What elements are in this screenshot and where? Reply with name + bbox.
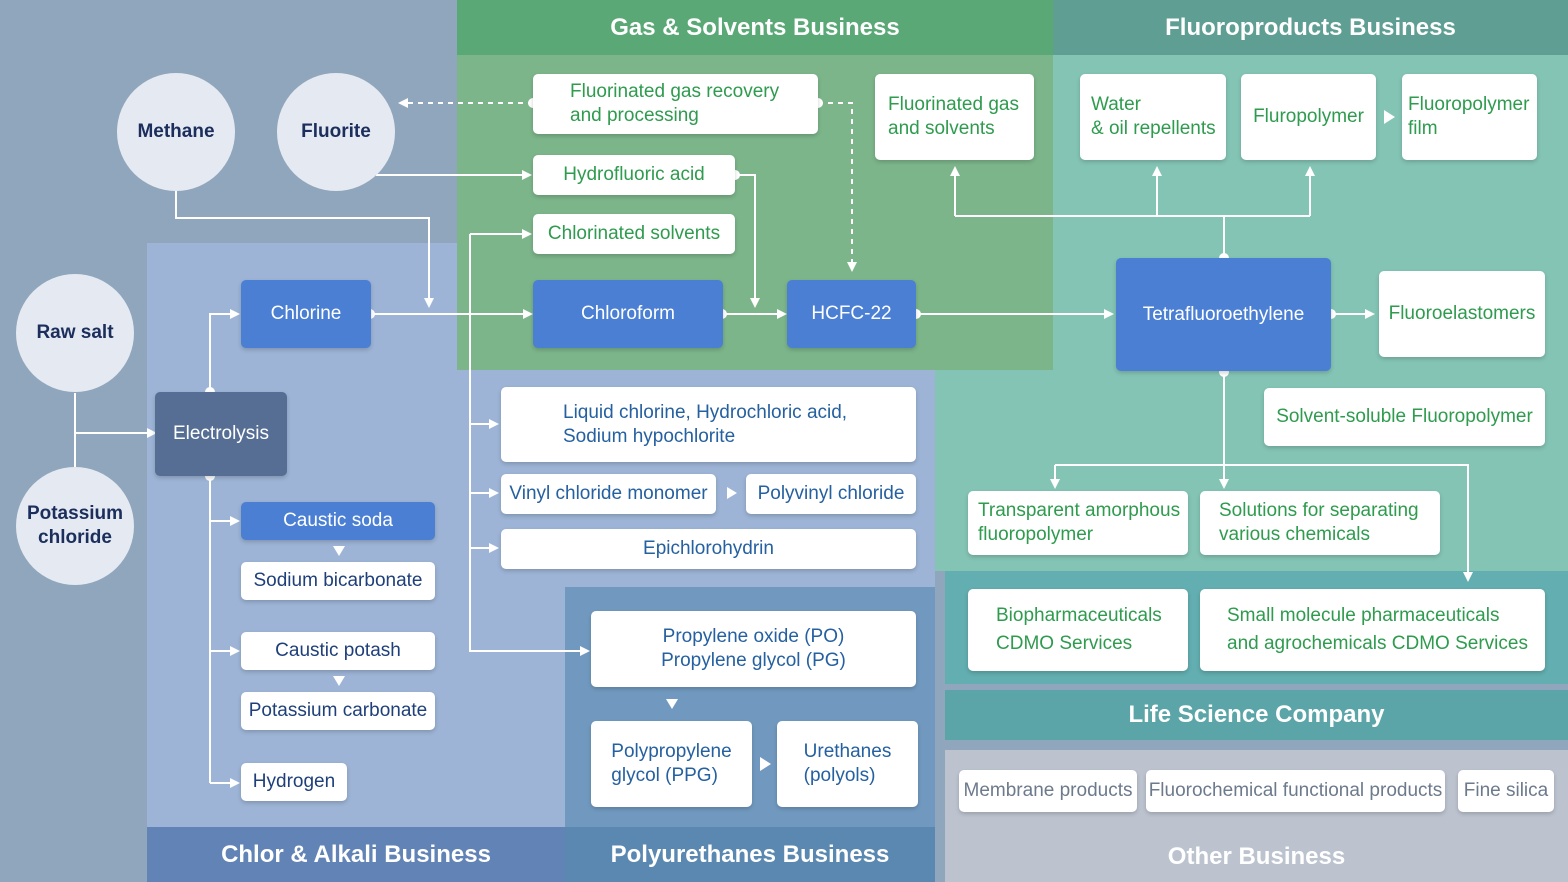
hydrofluoric-acid-node: Hydrofluoric acid	[533, 155, 735, 195]
fluoroelastomers-label: Fluoroelastomers	[1388, 303, 1536, 324]
chloroform-node: Chloroform	[533, 280, 723, 348]
hcfc22-label: HCFC-22	[811, 303, 892, 324]
membrane-products-node: Membrane products	[959, 770, 1137, 812]
po-pg-label: Propylene oxide (PO) Propylene glycol (P…	[661, 626, 846, 671]
solvent-soluble-fluoropolymer-label: Solvent-soluble Fluoropolymer	[1276, 406, 1533, 427]
potassium-chloride-label: Potassium chloride	[26, 503, 124, 548]
electrolysis-label: Electrolysis	[172, 423, 270, 444]
fine-silica-node: Fine silica	[1458, 770, 1554, 812]
sodium-bicarbonate-label: Sodium bicarbonate	[253, 570, 423, 591]
chlor-alkali-footer: Chlor & Alkali Business	[147, 827, 565, 882]
fluropolymer-label: Fluropolymer	[1253, 106, 1364, 127]
vinyl-chloride-monomer-node: Vinyl chloride monomer	[501, 474, 716, 514]
chloroform-label: Chloroform	[581, 303, 675, 324]
methane-node: Methane	[117, 73, 235, 191]
fluropolymer-node: Fluropolymer	[1241, 74, 1376, 160]
hydrogen-node: Hydrogen	[241, 763, 347, 801]
chlorine-label: Chlorine	[270, 303, 342, 324]
biopharmaceuticals-label: Biopharmaceuticals CDMO Services	[996, 605, 1162, 654]
chlorinated-solvents-label: Chlorinated solvents	[547, 223, 721, 244]
polyvinyl-chloride-node: Polyvinyl chloride	[746, 474, 916, 514]
biopharmaceuticals-node: Biopharmaceuticals CDMO Services	[968, 589, 1188, 671]
caustic-potash-node: Caustic potash	[241, 632, 435, 670]
fluorochemical-products-label: Fluorochemical functional products	[1148, 780, 1443, 801]
other-business-footer: Other Business	[1167, 843, 1346, 870]
gas-solvents-header: Gas & Solvents Business	[457, 0, 1053, 55]
hcfc22-node: HCFC-22	[787, 280, 916, 348]
fluorochemical-products-node: Fluorochemical functional products	[1146, 770, 1445, 812]
fluoroproducts-header: Fluoroproducts Business	[1053, 0, 1568, 55]
caustic-soda-label: Caustic soda	[283, 510, 393, 531]
small-molecule-node: Small molecule pharmaceuticals and agroc…	[1200, 589, 1545, 671]
transparent-fluoropolymer-node: Transparent amorphous fluoropolymer	[968, 491, 1188, 555]
fluorite-node: Fluorite	[277, 73, 395, 191]
epichlorohydrin-node: Epichlorohydrin	[501, 529, 916, 569]
membrane-products-label: Membrane products	[963, 780, 1133, 801]
fluoro-area-under-gas	[935, 370, 955, 571]
liquid-chlorine-node: Liquid chlorine, Hydrochloric acid, Sodi…	[501, 387, 916, 462]
polyurethanes-footer: Polyurethanes Business	[565, 827, 935, 882]
raw-salt-node: Raw salt	[16, 274, 134, 392]
fluorinated-gas-solvents-label: Fluorinated gas and solvents	[888, 94, 1019, 139]
solutions-separating-node: Solutions for separating various chemica…	[1200, 491, 1440, 555]
polyvinyl-chloride-label: Polyvinyl chloride	[757, 483, 905, 504]
tetrafluoroethylene-label: Tetrafluoroethylene	[1142, 303, 1305, 325]
potassium-carbonate-node: Potassium carbonate	[241, 692, 435, 730]
tetrafluoroethylene-node: Tetrafluoroethylene	[1116, 258, 1331, 371]
hydrofluoric-acid-label: Hydrofluoric acid	[563, 164, 705, 185]
small-molecule-label: Small molecule pharmaceuticals and agroc…	[1227, 605, 1528, 654]
chlorinated-solvents-node: Chlorinated solvents	[533, 214, 735, 254]
fluorinated-gas-solvents-node: Fluorinated gas and solvents	[875, 74, 1034, 160]
caustic-soda-node: Caustic soda	[241, 502, 435, 540]
ppg-label: Polypropylene glycol (PPG)	[611, 741, 732, 786]
water-oil-repellents-node: Water & oil repellents	[1080, 74, 1226, 160]
transparent-fluoropolymer-label: Transparent amorphous fluoropolymer	[978, 500, 1181, 545]
life-science-band: Life Science Company	[945, 690, 1568, 740]
hydrogen-label: Hydrogen	[252, 771, 336, 792]
fluoroelastomers-node: Fluoroelastomers	[1379, 271, 1545, 357]
po-pg-node: Propylene oxide (PO) Propylene glycol (P…	[591, 611, 916, 687]
caustic-potash-label: Caustic potash	[275, 640, 401, 661]
fine-silica-label: Fine silica	[1463, 780, 1549, 801]
gas-recovery-node: Fluorinated gas recovery and processing	[533, 74, 818, 134]
potassium-chloride-node: Potassium chloride	[16, 467, 134, 585]
electrolysis-node: Electrolysis	[155, 392, 287, 476]
solvent-soluble-fluoropolymer-node: Solvent-soluble Fluoropolymer	[1264, 388, 1545, 446]
water-oil-repellents-label: Water & oil repellents	[1091, 94, 1216, 139]
potassium-carbonate-label: Potassium carbonate	[248, 700, 428, 721]
fluoropolymer-film-node: Fluoropolymer film	[1402, 74, 1537, 160]
epichlorohydrin-label: Epichlorohydrin	[643, 538, 774, 559]
liquid-chlorine-label: Liquid chlorine, Hydrochloric acid, Sodi…	[563, 401, 848, 447]
chlorine-node: Chlorine	[241, 280, 371, 348]
ppg-node: Polypropylene glycol (PPG)	[591, 721, 752, 807]
sodium-bicarbonate-node: Sodium bicarbonate	[241, 562, 435, 600]
vinyl-chloride-monomer-label: Vinyl chloride monomer	[509, 483, 708, 504]
urethanes-node: Urethanes (polyols)	[777, 721, 918, 807]
gas-recovery-label: Fluorinated gas recovery and processing	[570, 81, 780, 126]
solutions-separating-label: Solutions for separating various chemica…	[1219, 500, 1419, 545]
fluoropolymer-film-label: Fluoropolymer film	[1408, 94, 1530, 139]
urethanes-label: Urethanes (polyols)	[803, 741, 892, 786]
